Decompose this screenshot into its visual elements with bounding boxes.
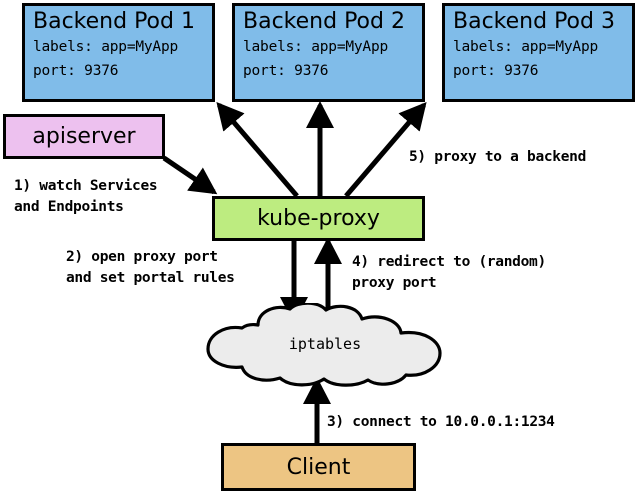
backend-pod-2-box[interactable]: Backend Pod 2 labels: app=MyApp port: 93…: [232, 3, 425, 102]
arrow-kubeproxy-to-pod-1: [216, 101, 299, 198]
annotation-step-5: 5) proxy to a backend: [409, 149, 587, 165]
apiserver-label: apiserver: [32, 124, 136, 149]
kube-proxy-label: kube-proxy: [257, 206, 380, 231]
backend-pod-1-box[interactable]: Backend Pod 1 labels: app=MyApp port: 93…: [22, 3, 215, 102]
apiserver-box[interactable]: apiserver: [3, 114, 165, 159]
kube-proxy-box[interactable]: kube-proxy: [212, 196, 425, 241]
annotation-step-3: 3) connect to 10.0.0.1:1234: [327, 414, 555, 430]
annotation-step-1: 1) watch Services and Endpoints: [14, 178, 158, 215]
iptables-label: iptables: [288, 335, 362, 353]
backend-pod-1-labels: labels: app=MyApp: [33, 39, 179, 55]
client-label: Client: [286, 454, 351, 480]
backend-pod-2-port: port: 9376: [243, 63, 329, 79]
iptables-cloud[interactable]: iptables: [186, 301, 464, 387]
backend-pod-3-title: Backend Pod 3: [453, 9, 615, 34]
client-box[interactable]: Client: [221, 443, 416, 491]
annotation-step-2: 2) open proxy port and set portal rules: [66, 249, 235, 286]
backend-pod-3-port: port: 9376: [453, 63, 539, 79]
backend-pod-2-labels: labels: app=MyApp: [243, 39, 389, 55]
backend-pod-3-box[interactable]: Backend Pod 3 labels: app=MyApp port: 93…: [442, 3, 635, 102]
arrow-apiserver-to-kubeproxy: [162, 155, 218, 195]
backend-pod-2-title: Backend Pod 2: [243, 9, 405, 34]
backend-pod-1-title: Backend Pod 1: [33, 9, 195, 34]
backend-pod-1-port: port: 9376: [33, 63, 119, 79]
annotation-step-4: 4) redirect to (random) proxy port: [352, 254, 546, 291]
backend-pod-3-labels: labels: app=MyApp: [453, 39, 599, 55]
